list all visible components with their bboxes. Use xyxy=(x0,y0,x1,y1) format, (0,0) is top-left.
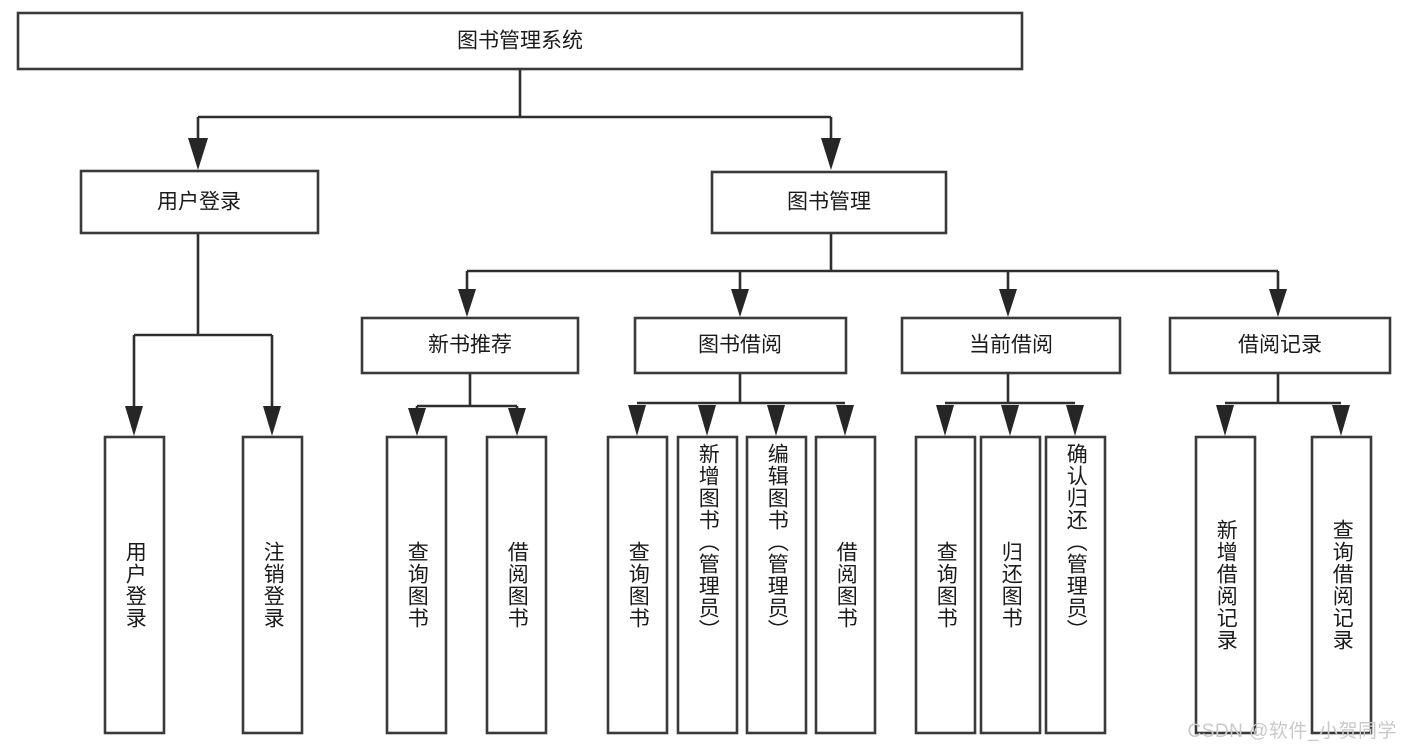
arrowhead-leaf-borrow-book xyxy=(836,405,854,436)
arrowhead-leaf-query-book-recommend xyxy=(408,408,426,436)
arrowhead-leaf-add-book-admin xyxy=(698,405,716,436)
node-book-management-box[interactable] xyxy=(710,170,948,235)
node-user-login[interactable]: 用户登录 xyxy=(79,169,320,235)
arrowhead-leaf-borrow-book-recommend xyxy=(508,408,526,436)
node-borrow-record-box[interactable] xyxy=(1168,316,1392,375)
arrowhead-leaf-edit-book-admin xyxy=(767,405,785,436)
node-user-login-box[interactable] xyxy=(79,169,320,235)
node-borrow-record-label: 借阅记录 xyxy=(1238,334,1322,357)
node-leaf-add-borrow-record-box[interactable] xyxy=(1194,435,1257,735)
arrowhead-leaf-query-borrow-record xyxy=(1332,405,1350,436)
arrowhead-leaf-logout-login xyxy=(263,406,281,436)
node-root[interactable]: 图书管理系统 xyxy=(16,11,1024,71)
arrowhead-leaf-user-login xyxy=(125,406,143,436)
node-leaf-query-book-borrow-box[interactable] xyxy=(606,435,669,735)
node-new-book-recommend-box[interactable] xyxy=(360,316,580,375)
node-leaf-borrow-book-box[interactable] xyxy=(814,435,877,735)
node-leaf-confirm-return-admin-box[interactable] xyxy=(1044,435,1107,735)
arrowhead-borrow-record xyxy=(1269,289,1287,317)
node-root-box[interactable] xyxy=(16,11,1024,71)
node-leaf-borrow-book-recommend-box[interactable] xyxy=(485,435,548,735)
node-borrow-record[interactable]: 借阅记录 xyxy=(1168,316,1392,375)
node-leaf-logout-login-box[interactable] xyxy=(241,435,304,735)
node-current-borrow[interactable]: 当前借阅 xyxy=(900,316,1122,375)
watermark: CSDN @软件_小贺同学 xyxy=(1187,721,1397,742)
node-root-label: 图书管理系统 xyxy=(457,30,583,53)
node-book-management[interactable]: 图书管理 xyxy=(710,170,948,235)
arrowhead-leaf-add-borrow-record xyxy=(1216,405,1234,436)
connector-layer xyxy=(125,69,1350,436)
node-leaf-add-book-admin-box[interactable] xyxy=(676,435,739,735)
node-current-borrow-box[interactable] xyxy=(900,316,1122,375)
node-book-borrow-box[interactable] xyxy=(633,316,848,375)
node-leaf-edit-book-admin-box[interactable] xyxy=(745,435,808,735)
node-current-borrow-label: 当前借阅 xyxy=(969,334,1053,357)
node-new-book-recommend-label: 新书推荐 xyxy=(428,334,512,357)
arrowhead-current-borrow xyxy=(999,289,1017,317)
node-leaf-query-book-recommend-box[interactable] xyxy=(385,435,448,735)
node-user-login-label: 用户登录 xyxy=(157,191,241,214)
node-leaf-user-login-box[interactable] xyxy=(103,435,166,735)
node-book-borrow-label: 图书借阅 xyxy=(698,334,782,357)
arrowhead-book-borrow xyxy=(731,289,749,317)
node-book-borrow[interactable]: 图书借阅 xyxy=(633,316,848,375)
node-leaf-return-book-box[interactable] xyxy=(979,435,1042,735)
arrowhead-leaf-query-book-current xyxy=(936,405,954,436)
arrowhead-new-book-recommend xyxy=(458,289,476,317)
node-leaf-query-book-current-box[interactable] xyxy=(914,435,977,735)
arrowhead-leaf-confirm-return-admin xyxy=(1066,405,1084,436)
node-leaf-query-borrow-record-box[interactable] xyxy=(1310,435,1373,735)
node-new-book-recommend[interactable]: 新书推荐 xyxy=(360,316,580,375)
arrowhead-book-management xyxy=(821,138,841,170)
node-book-management-label: 图书管理 xyxy=(787,191,871,214)
arrowhead-leaf-query-book-borrow xyxy=(628,405,646,436)
arrowhead-user-login xyxy=(188,138,208,170)
leaf-box-layer xyxy=(103,435,1373,735)
arrowhead-leaf-return-book xyxy=(1001,405,1019,436)
